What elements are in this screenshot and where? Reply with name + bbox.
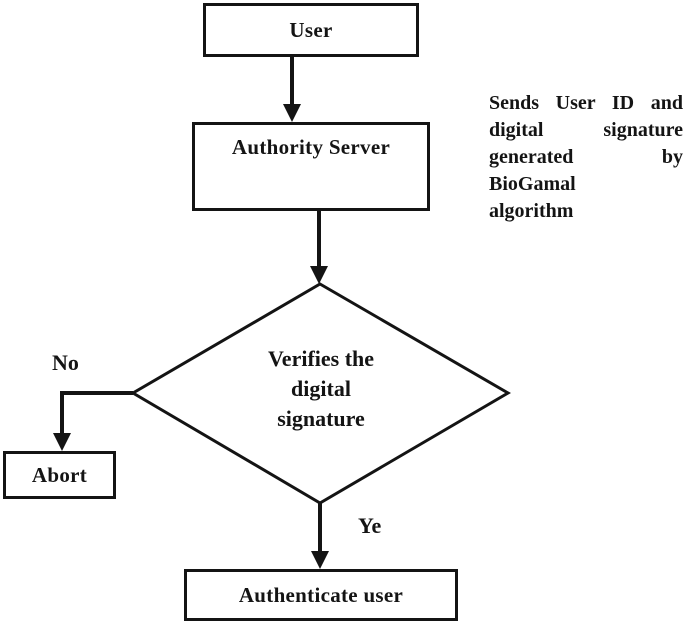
arrowhead-icon: [53, 433, 71, 451]
verify-decision-label: Verifies the digital signature: [236, 344, 406, 434]
annotation-line-2: digital signature: [489, 119, 683, 141]
authenticate-user-node: Authenticate user: [184, 569, 458, 621]
arrow-verify-to-authenticate: [311, 503, 329, 569]
annotation-line-5: algorithm: [489, 200, 574, 222]
annotation-line-4: BioGamal: [489, 173, 576, 195]
arrowhead-icon: [283, 104, 301, 122]
verify-label-line-2: digital: [291, 376, 351, 401]
authority-server-node: Authority Server: [192, 122, 430, 211]
annotation-text: Sends User ID and digital signature gene…: [489, 90, 683, 225]
arrowhead-icon: [311, 551, 329, 569]
arrowhead-icon: [310, 266, 328, 284]
arrow-user-to-authority-server: [283, 57, 301, 122]
arrow-authority-server-to-verify: [310, 211, 328, 284]
edge-label-yes: Ye: [358, 513, 382, 538]
annotation-line-1: Sends User ID and: [489, 92, 683, 114]
verify-label-line-3: signature: [277, 406, 365, 431]
verify-label-line-1: Verifies the: [267, 346, 375, 371]
arrow-verify-to-abort: [53, 391, 133, 451]
annotation-line-3: generated by: [489, 146, 683, 168]
edge-label-no: No: [52, 350, 79, 375]
abort-node: Abort: [3, 451, 116, 499]
user-node: User: [203, 3, 419, 57]
